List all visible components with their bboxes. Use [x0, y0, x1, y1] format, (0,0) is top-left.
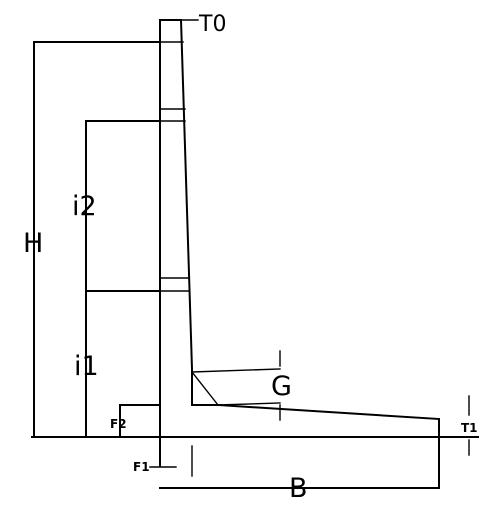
f2-label: F2	[110, 417, 127, 431]
i2-label: i2	[72, 191, 97, 222]
i1-label: i1	[74, 351, 99, 382]
h-label: H	[23, 228, 43, 259]
g-label: G	[271, 371, 292, 402]
t1-label: T1	[461, 421, 478, 435]
stem-right-face	[179, 18, 194, 371]
g-ext-bottom	[217, 402, 281, 406]
base-top-sloped	[216, 403, 441, 421]
t0-label: T0	[198, 12, 226, 37]
g-ext-top	[191, 368, 281, 373]
f1-label: F1	[133, 460, 150, 474]
haunch-triangle	[191, 371, 220, 406]
b-label: B	[289, 473, 308, 504]
